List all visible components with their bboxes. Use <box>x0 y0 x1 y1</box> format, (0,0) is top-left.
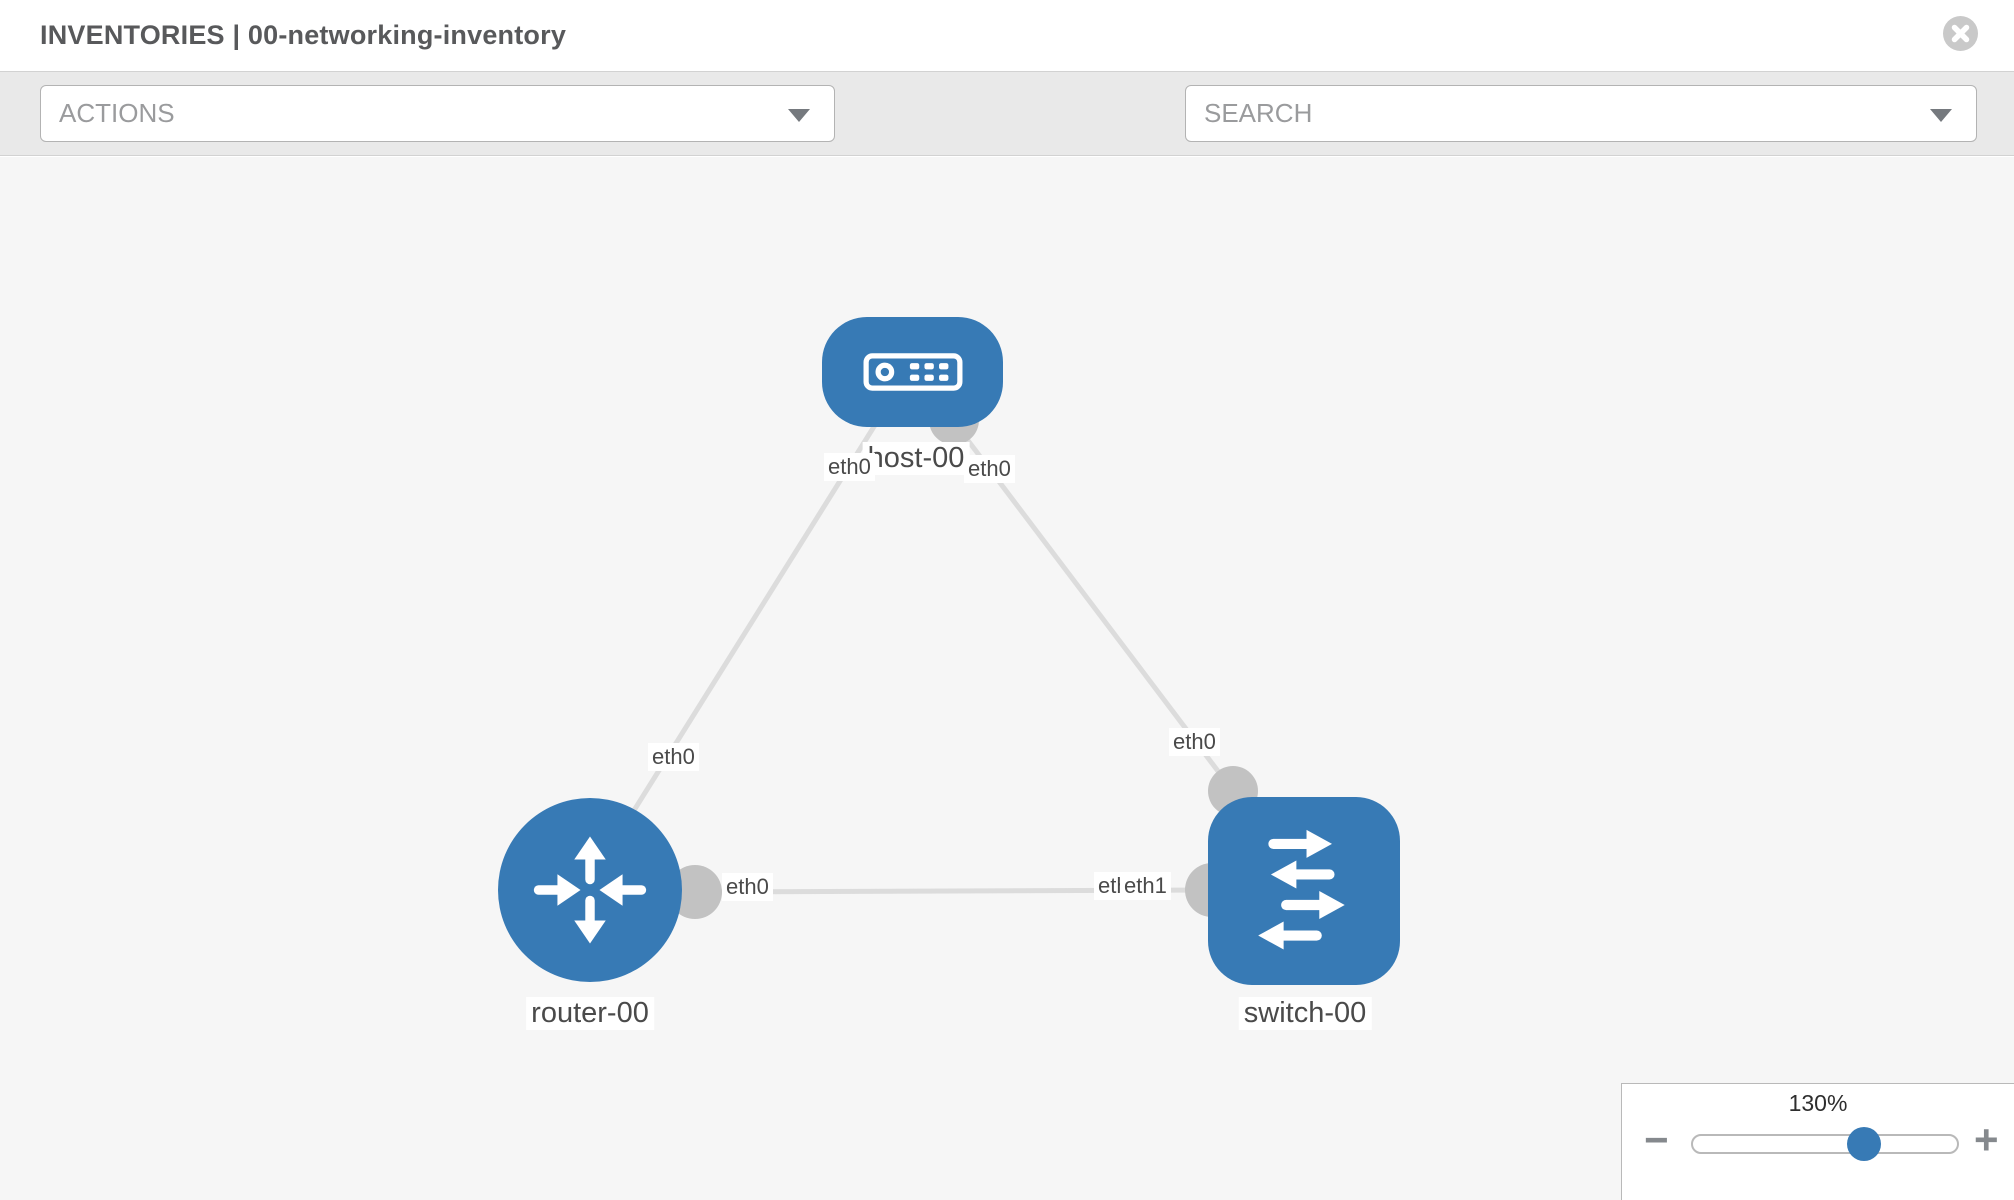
switch-icon <box>1258 829 1345 950</box>
zoom-in-button[interactable]: + <box>1974 1116 1999 1163</box>
if-label-host-eth0-left: eth0 <box>824 453 875 482</box>
actions-dropdown-value: ACTIONS <box>59 98 175 128</box>
node-label-switch: switch-00 <box>1238 997 1372 1031</box>
node-host-00[interactable] <box>822 317 1003 427</box>
if-label-switch-eth0-top: eth0 <box>1169 728 1220 757</box>
node-label-host: host-00 <box>862 442 970 476</box>
node-switch-00[interactable] <box>1208 797 1400 985</box>
if-label-host-eth0-right: eth0 <box>964 455 1015 484</box>
close-icon <box>1951 24 1970 43</box>
page-title: INVENTORIES | 00-networking-inventory <box>40 20 567 50</box>
chevron-down-icon <box>788 109 810 122</box>
topology-canvas[interactable]: host-00 router-00 switch-00 eth0 eth0 et… <box>0 157 2014 1200</box>
title-bar: INVENTORIES | 00-networking-inventory <box>0 0 2014 72</box>
if-label-router-eth0-right: eth0 <box>722 873 773 902</box>
zoom-slider-thumb[interactable] <box>1847 1127 1881 1161</box>
node-router-00[interactable] <box>498 798 682 982</box>
topology-links-layer <box>625 395 1258 919</box>
actions-dropdown[interactable]: ACTIONS <box>40 85 835 142</box>
if-label-switch-eth1: eth1 <box>1120 872 1171 901</box>
host-icon <box>863 353 962 391</box>
zoom-out-button[interactable]: − <box>1644 1116 1669 1163</box>
chevron-down-icon <box>1930 109 1952 122</box>
close-button[interactable] <box>1943 16 1978 51</box>
toolbar: ACTIONS SEARCH <box>0 72 2014 204</box>
if-label-router-eth0-top: eth0 <box>648 743 699 772</box>
search-dropdown-value: SEARCH <box>1204 98 1313 128</box>
search-dropdown[interactable]: SEARCH <box>1185 85 1977 142</box>
zoom-level-text: 130% <box>1788 1090 1848 1116</box>
zoom-control-panel: 130% − + <box>1621 1083 2014 1200</box>
node-label-router: router-00 <box>526 997 654 1031</box>
zoom-slider-track[interactable] <box>1691 1134 1959 1154</box>
router-icon <box>533 836 647 944</box>
interface-circle-router-right[interactable] <box>668 865 722 919</box>
